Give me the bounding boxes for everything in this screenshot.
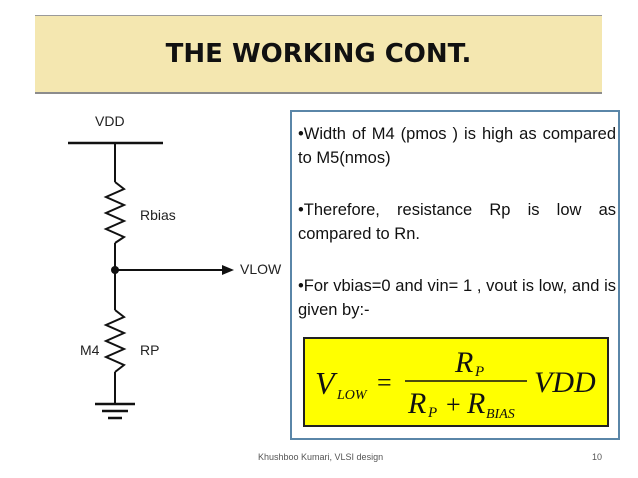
formula-den-r1-sub: P <box>427 405 437 421</box>
circuit-diagram <box>68 141 234 420</box>
bullet-width: •Width of M4 (pmos ) is high as compared… <box>298 125 616 167</box>
formula-den-r2-sub: BIAS <box>486 407 515 422</box>
vlow-label: VLOW <box>240 261 282 277</box>
formula-box: V LOW = R P R P + R BIAS VDD <box>303 337 609 427</box>
formula-numerator-sub: P <box>474 364 484 380</box>
rp-label: RP <box>140 342 160 358</box>
output-arrow <box>222 265 234 275</box>
formula-lhs-sub: LOW <box>336 388 368 403</box>
formula-lhs: V <box>315 365 338 401</box>
rp-resistor <box>103 309 127 373</box>
rbias-resistor <box>103 181 127 244</box>
page-number: 10 <box>592 452 603 462</box>
formula-plus: + <box>446 390 461 419</box>
m4-label: M4 <box>80 342 100 358</box>
formula: V LOW = R P R P + R BIAS VDD <box>315 346 596 422</box>
formula-den-r2: R <box>466 387 485 420</box>
junction-node <box>111 266 119 274</box>
formula-equals: = <box>377 368 392 397</box>
vdd-label: VDD <box>95 113 125 129</box>
formula-rhs: VDD <box>534 366 596 399</box>
footer-text: Khushboo Kumari, VLSI design <box>258 452 384 462</box>
title-band: THE WORKING CONT. <box>35 15 602 94</box>
rbias-label: Rbias <box>140 207 176 223</box>
bullet-vbias: •For vbias=0 and vin= 1 , vout is low, a… <box>298 277 616 319</box>
formula-den-r1: R <box>407 387 426 420</box>
formula-numerator: R <box>454 346 473 379</box>
bullet-resistance: •Therefore, resistance Rp is low as comp… <box>298 201 616 243</box>
slide-title: THE WORKING CONT. <box>165 39 472 69</box>
